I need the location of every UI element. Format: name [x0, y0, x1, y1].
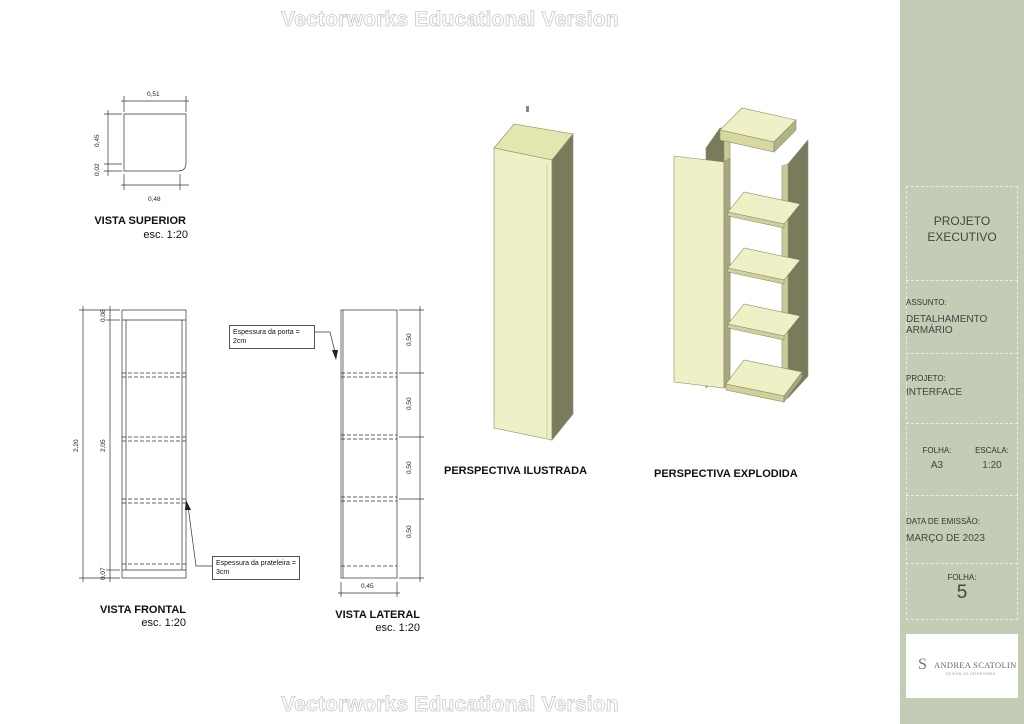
sheet-label: FOLHA:: [947, 573, 977, 582]
scale-vista-frontal: esc. 1:20: [141, 617, 186, 629]
folha-label: FOLHA:: [922, 446, 952, 455]
caption-vista-frontal: VISTA FRONTAL: [100, 604, 186, 616]
drawing-area: 0,51 0,48 0,45 0,02 2,20 2,05 0,08 0,07 …: [73, 91, 809, 597]
escala-value: 1:20: [982, 460, 1002, 471]
arrowhead-porta: [332, 350, 338, 360]
dim-frontal-inner: 2,05: [100, 439, 107, 452]
dim-lateral-d3: 0,50: [406, 461, 413, 474]
watermark-top: Vectorworks Educational Version: [281, 8, 619, 32]
designer-logo: S ANDREA SCATOLIN DESIGN DE INTERIORES: [906, 634, 1018, 698]
title-line2: EXECUTIVO: [927, 230, 997, 244]
emissao-value: MARÇO DE 2023: [906, 533, 985, 544]
emissao-label: DATA DE EMISSÃO:: [906, 517, 980, 526]
emissao-block: DATA DE EMISSÃO: MARÇO DE 2023: [906, 517, 1018, 544]
sheet-number: 5: [956, 582, 968, 603]
logo-subtitle: DESIGN DE INTERIORES: [946, 672, 996, 676]
caption-vista-lateral: VISTA LATERAL: [335, 609, 420, 621]
logo-name: ANDREA SCATOLIN: [934, 660, 1017, 670]
assunto-label: ASSUNTO:: [906, 298, 947, 307]
dim-lateral-d2: 0,50: [406, 397, 413, 410]
assunto-line1: DETALHAMENTO: [906, 314, 988, 325]
folha-value: A3: [930, 460, 944, 471]
title-block-panel: [900, 0, 1024, 724]
dim-frontal-top: 0,08: [100, 309, 107, 322]
dim-superior-bottom: 0,48: [148, 196, 161, 203]
title-block-title: PROJETO EXECUTIVO: [906, 213, 1018, 245]
dim-frontal-total: 2,20: [73, 439, 80, 452]
escala-label: ESCALA:: [975, 446, 1009, 455]
projeto-value: INTERFACE: [906, 387, 963, 398]
title-block-frame: [906, 186, 1018, 620]
dim-superior-left-a: 0,45: [94, 134, 101, 147]
arrowhead-prateleira: [185, 500, 191, 510]
title-line1: PROJETO: [933, 214, 991, 228]
assunto-block: ASSUNTO: DETALHAMENTO ARMÁRIO: [906, 298, 1018, 336]
watermark-bottom: Vectorworks Educational Version: [281, 693, 619, 717]
dim-superior-top: 0,51: [147, 91, 160, 98]
dim-frontal-bottom: 0,07: [100, 567, 107, 580]
sheet-block: FOLHA: 5: [906, 573, 1018, 604]
note-espessura-prateleira: Espessura da prateleira = 3cm: [212, 556, 300, 580]
caption-perspectiva-explodida: PERSPECTIVA EXPLODIDA: [654, 468, 798, 480]
projeto-block: PROJETO: INTERFACE: [906, 374, 1018, 398]
separator: [906, 280, 1018, 281]
caption-perspectiva-ilustrada: PERSPECTIVA ILUSTRADA: [444, 465, 588, 477]
separator: [906, 353, 1018, 354]
vista-superior-drawing: [104, 96, 189, 190]
note-espessura-porta: Espessura da porta = 2cm: [229, 325, 315, 349]
dim-lateral-d4: 0,50: [406, 525, 413, 538]
separator: [906, 495, 1018, 496]
caption-vista-superior: VISTA SUPERIOR: [94, 215, 186, 227]
separator: [906, 563, 1018, 564]
perspectiva-ilustrada-drawing: [493, 106, 574, 441]
vista-lateral-drawing: [314, 306, 424, 597]
scale-vista-superior: esc. 1:20: [143, 229, 188, 241]
dim-lateral-width: 0,45: [361, 583, 374, 590]
dim-lateral-d1: 0,50: [406, 333, 413, 346]
separator: [906, 423, 1018, 424]
dim-superior-left-b: 0,02: [94, 163, 101, 176]
perspectiva-explodida-drawing: [673, 107, 809, 403]
scale-vista-lateral: esc. 1:20: [375, 622, 420, 634]
assunto-line2: ARMÁRIO: [906, 325, 953, 336]
projeto-label: PROJETO:: [906, 374, 946, 383]
logo-mark-icon: S: [918, 656, 927, 673]
vista-frontal-drawing: [79, 306, 212, 582]
